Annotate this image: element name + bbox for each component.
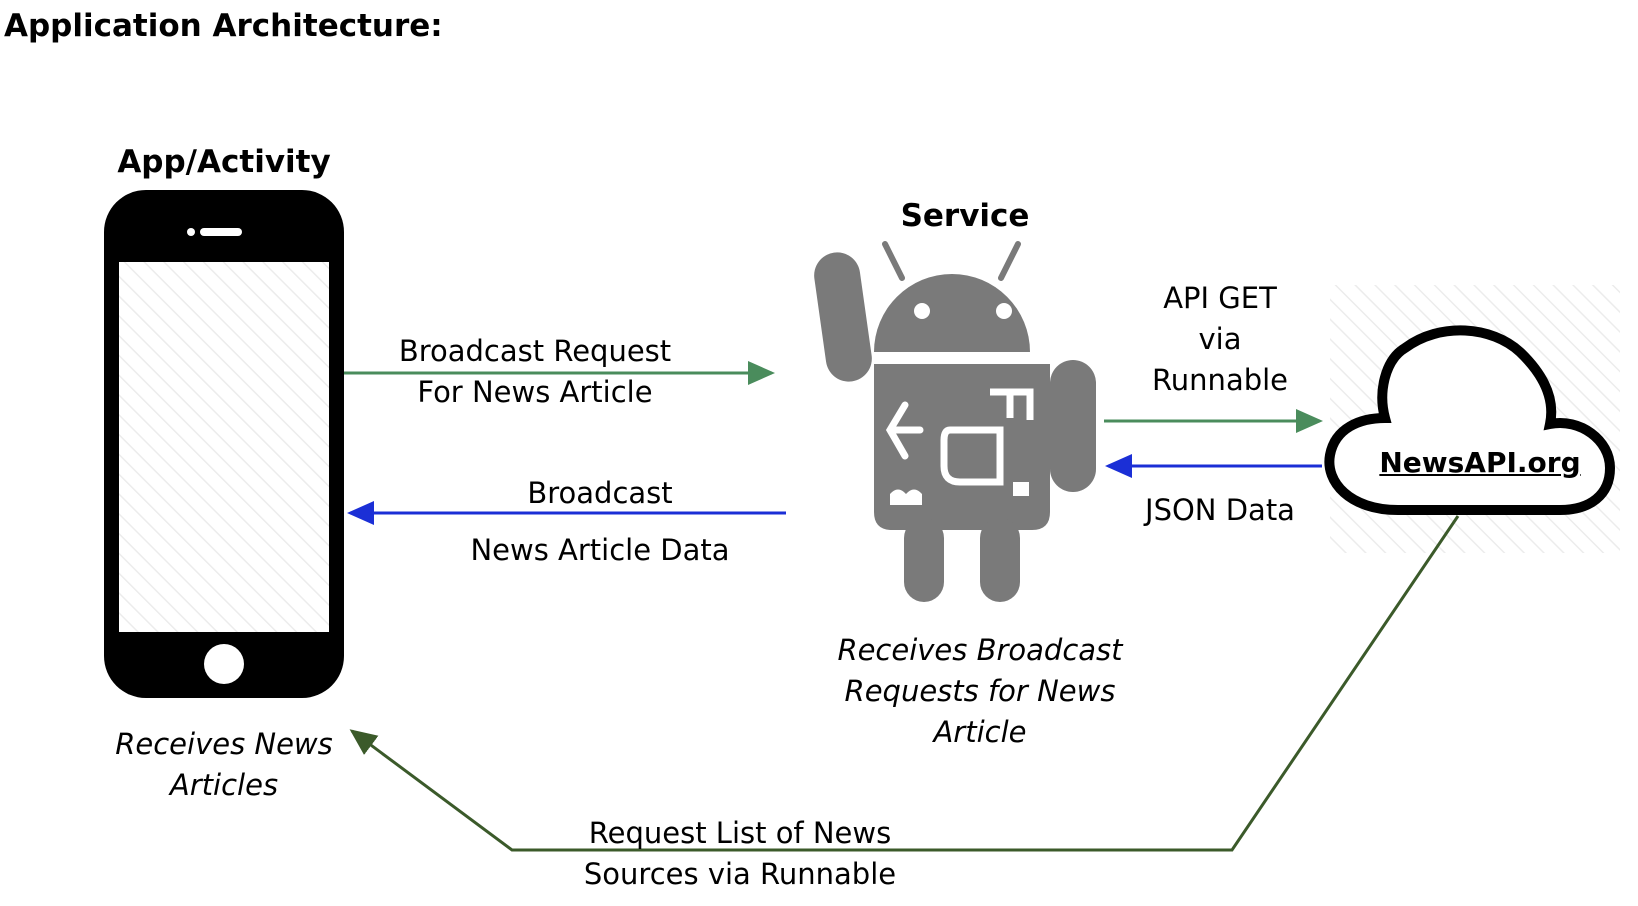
edge-label-line: News Article Data <box>470 533 730 567</box>
edge-label-line: For News Article <box>417 375 653 409</box>
edge-label-line: Runnable <box>1151 363 1289 397</box>
edge-label-line: via <box>1198 322 1242 356</box>
edge-label-broadcast-data: Broadcast News Article Data <box>450 473 750 571</box>
diagram-title: Application Architecture: <box>4 8 443 44</box>
edge-label-line: Request List of News <box>588 816 892 850</box>
edge-label-line: Broadcast <box>527 476 673 510</box>
node-label-newsapi: NewsAPI.org <box>1379 446 1581 479</box>
caption-line: Article <box>933 715 1027 749</box>
caption-line: Requests for News <box>844 674 1116 708</box>
caption-line: Receives News <box>115 727 333 761</box>
caption-app: Receives News Articles <box>94 724 354 806</box>
edge-request-sources <box>349 515 1460 852</box>
edge-label-api-get: API GET via Runnable <box>1120 278 1320 401</box>
node-label-service: Service <box>900 198 1030 234</box>
caption-line: Articles <box>169 768 279 802</box>
node-label-app: App/Activity <box>117 144 331 180</box>
smartphone-icon <box>104 190 344 698</box>
android-robot-icon <box>814 241 1096 602</box>
edge-label-line: API GET <box>1163 281 1277 315</box>
edge-label-broadcast-request: Broadcast Request For News Article <box>380 331 690 413</box>
edge-label-line: Sources via Runnable <box>583 857 897 891</box>
edge-label-json-data: JSON Data <box>1145 493 1295 527</box>
edge-label-line: Broadcast Request <box>398 334 672 368</box>
caption-line: Receives Broadcast <box>837 633 1123 667</box>
edge-label-request-sources: Request List of News Sources via Runnabl… <box>570 813 910 895</box>
cloud-icon <box>1324 325 1616 515</box>
caption-service: Receives Broadcast Requests for News Art… <box>830 630 1130 753</box>
